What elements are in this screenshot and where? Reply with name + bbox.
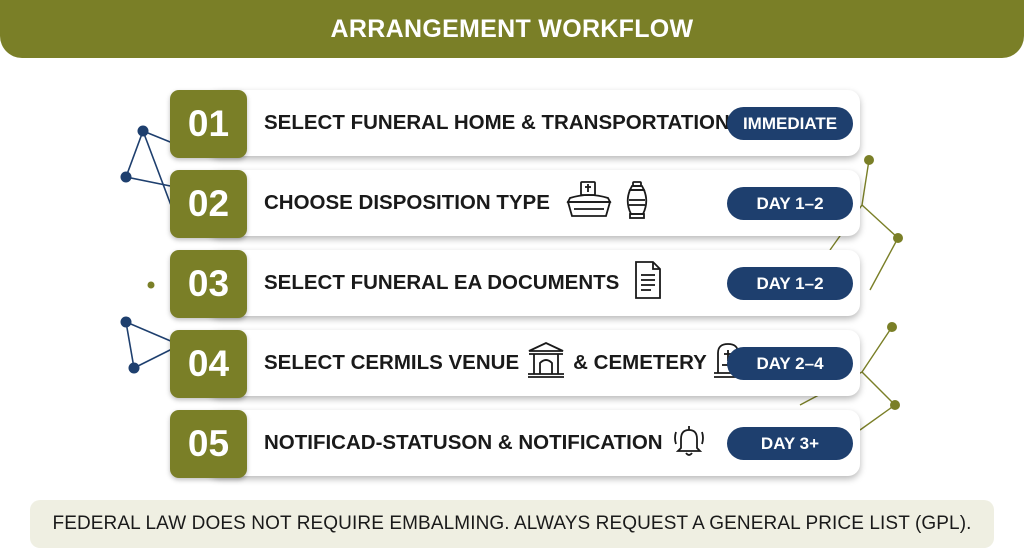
footer-text: FEDERAL LAW DOES NOT REQUIRE EMBALMING. … <box>52 513 972 534</box>
timing-badge: DAY 1–2 <box>727 267 853 300</box>
header-banner: ARRANGEMENT WORKFLOW <box>0 0 1024 58</box>
step-label-text: SELECT FUNERAL HOME & TRANSPORTATION <box>264 111 730 134</box>
document-icon <box>633 260 663 306</box>
step-number: 04 <box>170 330 247 398</box>
step-label: NOTIFICAD-STATUSON & NOTIFICATION <box>264 410 713 476</box>
timing-badge: IMMEDIATE <box>727 107 853 140</box>
step-label-text: SELECT FUNERAL EA DOCUMENTS <box>264 271 620 294</box>
step-label-text: SELECT CERMILS VENUE <box>264 351 520 374</box>
step-4: 04 SELECT CERMILS VENUE & CEMETERY <box>170 330 864 398</box>
timing-badge: DAY 1–2 <box>727 187 853 220</box>
step-label-text: NOTIFICAD-STATUSON & NOTIFICATION <box>264 431 663 454</box>
step-label: SELECT FUNERAL EA DOCUMENTS <box>264 250 669 316</box>
footer-note: FEDERAL LAW DOES NOT REQUIRE EMBALMING. … <box>30 500 994 548</box>
building-icon <box>527 341 565 385</box>
step-number: 01 <box>170 90 247 158</box>
step-label: SELECT CERMILS VENUE & CEMETERY <box>264 330 749 396</box>
urn-icon <box>624 180 650 226</box>
step-number: 03 <box>170 250 247 318</box>
step-3: 03 SELECT FUNERAL EA DOCUMENTS DAY 1–2 <box>170 250 864 318</box>
step-1: 01 SELECT FUNERAL HOME & TRANSPORTATION … <box>170 90 864 158</box>
step-number: 05 <box>170 410 247 478</box>
step-label: SELECT FUNERAL HOME & TRANSPORTATION <box>264 90 730 156</box>
step-number: 02 <box>170 170 247 238</box>
step-2: 02 CHOOSE DISPOSITION TYPE <box>170 170 864 238</box>
timing-badge: DAY 2–4 <box>727 347 853 380</box>
step-label-text: CHOOSE DISPOSITION TYPE <box>264 191 550 214</box>
page-title: ARRANGEMENT WORKFLOW <box>330 14 694 43</box>
step-5: 05 NOTIFICAD-STATUSON & NOTIFICATION DAY… <box>170 410 864 478</box>
timing-badge: DAY 3+ <box>727 427 853 460</box>
bell-icon <box>671 422 707 464</box>
casket-icon <box>564 180 614 226</box>
step-label-text-cont: & CEMETERY <box>573 351 707 374</box>
step-label: CHOOSE DISPOSITION TYPE <box>264 170 656 236</box>
